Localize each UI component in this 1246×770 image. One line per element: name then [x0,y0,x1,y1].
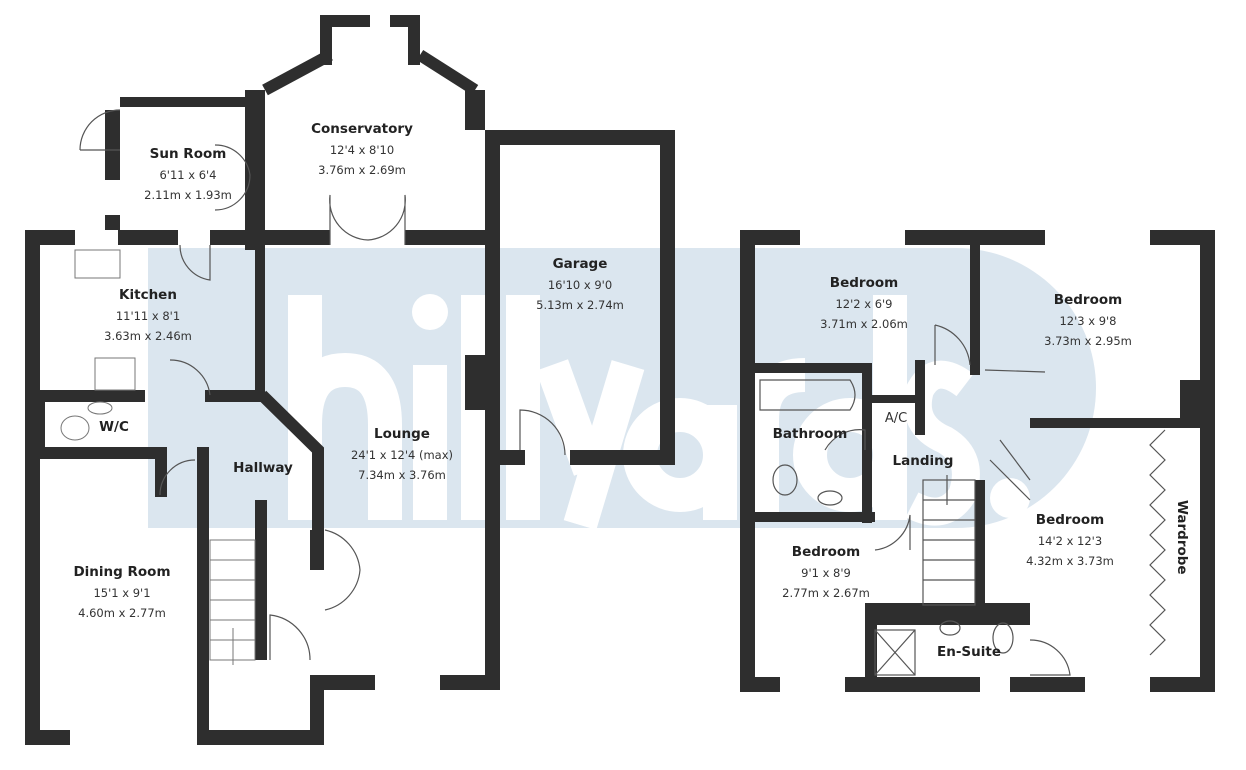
room-size-imperial: 6'11 x 6'4 [159,168,217,182]
room-sun-room: Sun Room 6'11 x 6'4 2.11m x 1.93m [144,146,232,208]
room-name: Bathroom [772,426,848,442]
room-size-metric: 7.34m x 3.76m [358,468,446,482]
room-bedroom-main: Bedroom 14'2 x 12'3 4.32m x 3.73m [1026,512,1114,574]
room-size-metric: 3.71m x 2.06m [820,317,908,331]
first-floor-walls [740,230,1215,692]
room-name: Hallway [233,460,293,476]
room-name: En-Suite [936,644,1002,660]
room-size-metric: 4.32m x 3.73m [1026,554,1114,568]
room-size-metric: 2.77m x 2.67m [782,586,870,600]
room-size-metric: 5.13m x 2.74m [536,298,624,312]
room-size-imperial: 24'1 x 12'4 (max) [350,448,454,462]
room-lounge: Lounge 24'1 x 12'4 (max) 7.34m x 3.76m [351,426,453,488]
room-wc: W/C [99,419,129,441]
room-size-imperial: 16'10 x 9'0 [547,278,613,292]
room-name: Bedroom [1053,292,1123,308]
room-size-imperial: 12'4 x 8'10 [329,143,395,157]
room-size-metric: 3.76m x 2.69m [318,163,406,177]
room-name: W/C [99,419,129,435]
stairs-ground [60,249,256,665]
room-name: Sun Room [149,146,227,162]
room-name: Dining Room [73,564,171,580]
room-landing: Landing [893,453,954,475]
room-size-imperial: 9'1 x 8'9 [801,566,851,580]
room-bedroom-top-right: Bedroom 12'3 x 9'8 3.73m x 2.95m [1044,292,1132,354]
room-bedroom-small: Bedroom 9'1 x 8'9 2.77m x 2.67m [782,544,870,606]
wardrobe-label: Wardrobe [1174,500,1190,575]
room-name: Kitchen [119,287,177,303]
room-name: Conservatory [311,121,413,137]
room-name: Bedroom [791,544,861,560]
room-en-suite: En-Suite [937,644,1001,666]
room-name: Landing [892,453,954,469]
diagonal-walls [257,49,479,530]
room-size-metric: 3.63m x 2.46m [104,329,192,343]
room-size-imperial: 12'2 x 6'9 [835,297,893,311]
first-floor-fixtures [759,324,1166,676]
watermark-logo [288,294,1030,530]
room-bedroom-top-left: Bedroom 12'2 x 6'9 3.71m x 2.06m [820,275,908,337]
room-size-metric: 2.11m x 1.93m [144,188,232,202]
room-hallway: Hallway [233,460,293,482]
room-conservatory: Conservatory 12'4 x 8'10 3.76m x 2.69m [311,121,413,183]
room-garage: Garage 16'10 x 9'0 5.13m x 2.74m [536,256,624,318]
room-size-imperial: 15'1 x 9'1 [93,586,151,600]
room-name: Garage [552,256,608,272]
room-name: Bedroom [1035,512,1105,528]
room-size-metric: 3.73m x 2.95m [1044,334,1132,348]
room-size-imperial: 11'11 x 8'1 [115,309,181,323]
room-size-metric: 4.60m x 2.77m [78,606,166,620]
room-dining-room: Dining Room 15'1 x 9'1 4.60m x 2.77m [73,564,170,626]
room-kitchen: Kitchen 11'11 x 8'1 3.63m x 2.46m [104,287,192,349]
room-name: Bedroom [829,275,899,291]
room-ac: A/C [885,411,907,432]
room-bathroom: Bathroom [773,426,848,448]
room-size-imperial: 12'3 x 9'8 [1059,314,1117,328]
door-swings [79,109,566,661]
ground-floor-walls [25,15,675,745]
room-size-imperial: 14'2 x 12'3 [1037,534,1103,548]
room-name: Lounge [374,426,430,442]
room-name: A/C [884,411,908,426]
